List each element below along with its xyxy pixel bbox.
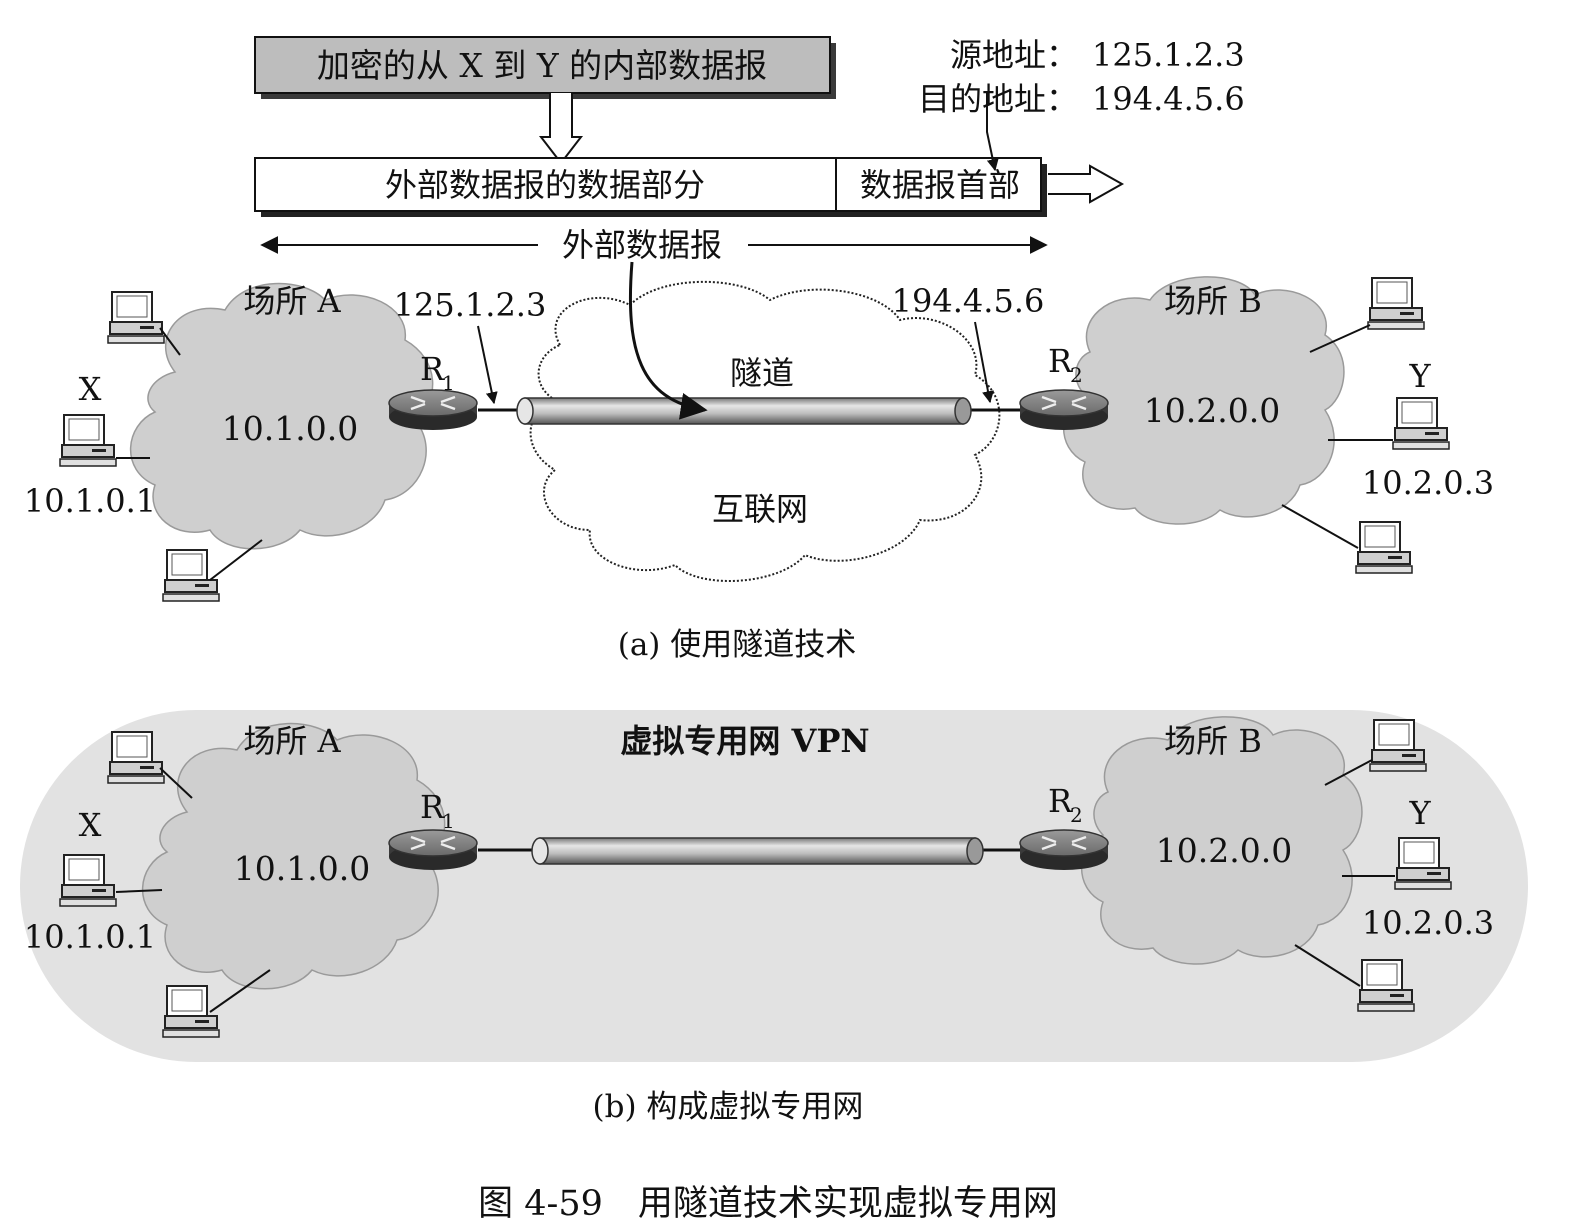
host-b3-link [1281, 504, 1359, 549]
router-r1 [387, 388, 479, 432]
vpn-label: 虚拟专用网 VPN [620, 722, 869, 760]
router-r1-subscript: 1 [442, 371, 455, 395]
internet-label: 互联网 [712, 490, 808, 528]
net-a-address: 10.1.0.0 [222, 409, 358, 448]
router-r2-subscript-b: 2 [1070, 803, 1083, 827]
host-x-ip-b: 10.1.0.1 [24, 918, 156, 956]
figure-caption: 图 4-59 用隧道技术实现虚拟专用网 [478, 1184, 1058, 1224]
router-r2 [1018, 388, 1110, 432]
router-r2-subscript: 2 [1070, 363, 1083, 387]
source-address-label: 源地址： [950, 36, 1078, 74]
router-r2-label: R [1048, 342, 1073, 380]
router-r1-label-b: R [420, 788, 445, 826]
dest-address-value: 194.4.5.6 [1092, 80, 1245, 118]
host-a1-link [159, 327, 181, 356]
site-a-label: 场所 A [243, 282, 341, 320]
encapsulation-section: 加密的从 X 到 Y 的内部数据报 外部数据报的数据部分 数据报首部 源地址： … [254, 36, 1245, 264]
net-a-address-b: 10.1.0.0 [234, 849, 370, 888]
outer-data-part-label: 外部数据报的数据部分 [385, 166, 705, 204]
host-x-ip: 10.1.0.1 [24, 482, 156, 520]
net-b-address-b: 10.2.0.0 [1156, 831, 1292, 870]
outer-datagram-box [254, 157, 1042, 212]
host-a3-link-b [209, 969, 271, 1013]
vpn-tunnel-left-end [531, 837, 549, 865]
vpn-tunnel-pipe [539, 837, 976, 865]
host-b1-computer-icon [1367, 277, 1425, 330]
r2-ip-label: 194.4.5.6 [892, 282, 1045, 320]
net-b-address: 10.2.0.0 [1144, 391, 1280, 430]
forward-right-arrow [1048, 164, 1125, 204]
host-b1-link-b [1324, 759, 1373, 786]
encapsulate-down-arrow [538, 93, 584, 165]
source-address-value: 125.1.2.3 [1092, 36, 1245, 74]
r1-ip-label: 125.1.2.3 [394, 286, 547, 324]
vpn-tunnel-right-end [966, 837, 984, 865]
tunnel-left-end [516, 397, 534, 425]
host-a3-link [209, 539, 263, 581]
host-a1-computer-icon [107, 291, 165, 344]
host-x-label: X [79, 370, 102, 408]
host-y-computer-icon [1392, 397, 1450, 450]
panel-b: 虚拟专用网 VPN 场所 A 场所 B 10.1.0.0 10.2.0.0 R … [20, 710, 1528, 1125]
encrypted-datagram-label: 加密的从 X 到 Y 的内部数据报 [317, 46, 767, 85]
caption-b: (b) 构成虚拟专用网 [593, 1089, 864, 1125]
caption-a: (a) 使用隧道技术 [618, 627, 857, 663]
r1-ip-pointer [477, 325, 498, 405]
router-r2-b [1018, 828, 1110, 872]
tunnel-pipe [524, 397, 964, 425]
site-a-label-b: 场所 A [243, 722, 341, 760]
datagram-into-tunnel-arrow [628, 261, 708, 420]
r2-ip-pointer [974, 321, 994, 404]
router-r1-label: R [420, 350, 445, 388]
outer-header-label: 数据报首部 [860, 166, 1020, 204]
host-b3-computer-icon [1355, 521, 1413, 574]
host-y-ip-b: 10.2.0.3 [1362, 904, 1494, 942]
host-a1-link-b [159, 767, 193, 799]
host-x-computer-icon [59, 414, 117, 467]
dest-to-header-arrow [986, 92, 999, 172]
host-x-link-b [115, 889, 163, 893]
site-b-label: 场所 B [1164, 282, 1262, 320]
tunnel-label: 隧道 [730, 354, 794, 392]
router-r1-subscript-b: 1 [442, 809, 455, 833]
host-x-label-b: X [79, 806, 102, 844]
internet-cloud [529, 280, 1001, 582]
tunnel-right-end [954, 397, 972, 425]
outer-datagram-label: 外部数据报 [562, 226, 722, 264]
host-b3-link-b [1294, 944, 1361, 987]
host-y-ip: 10.2.0.3 [1362, 464, 1494, 502]
site-b-label-b: 场所 B [1164, 722, 1262, 760]
host-y-label: Y [1408, 357, 1431, 395]
encrypted-datagram-box [254, 36, 831, 94]
host-b1-link [1309, 324, 1371, 353]
host-y-label-b: Y [1408, 794, 1431, 832]
panel-a: 互联网 场所 A 场所 B 10.1.0.0 10.2.0.0 隧道 R 1 R… [24, 261, 1494, 663]
host-a3-computer-icon [162, 549, 220, 602]
router-r2-label-b: R [1048, 782, 1073, 820]
dest-address-label: 目的地址： [918, 80, 1078, 118]
router-r1-b [387, 828, 479, 872]
